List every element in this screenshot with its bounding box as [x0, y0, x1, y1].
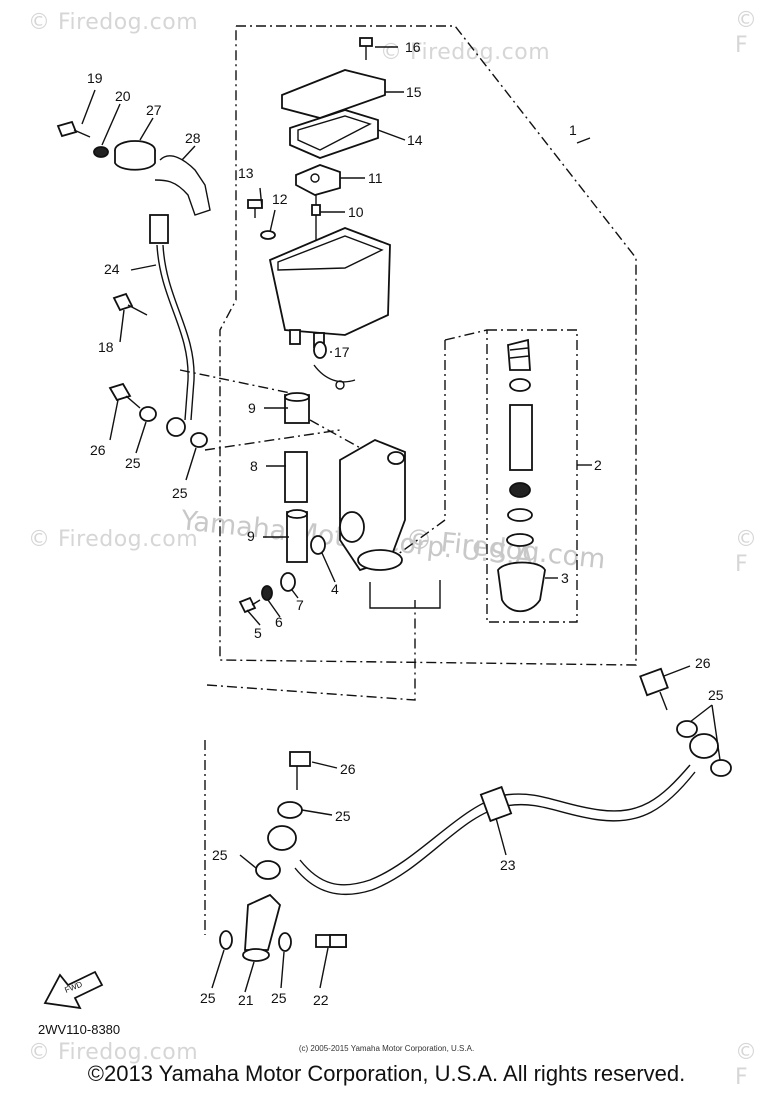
- piston-kit-2: [506, 338, 534, 547]
- callout-23: 23: [500, 857, 516, 873]
- callout-17: 17: [334, 344, 350, 360]
- reservoir-cap-15: [281, 69, 386, 119]
- bolt-19: [56, 120, 91, 138]
- assembly-2-outline: [486, 329, 578, 623]
- bolt-26-upper: [108, 382, 141, 409]
- callout-15: 15: [406, 84, 422, 100]
- callout-21: 21: [238, 992, 254, 1008]
- washer-7: [280, 572, 296, 592]
- callout-20: 20: [115, 88, 131, 104]
- watermark: © F: [735, 8, 758, 58]
- callout-11: 11: [368, 170, 383, 186]
- guide-line: [444, 329, 488, 341]
- callout-18: 18: [98, 339, 114, 355]
- guide-line: [204, 429, 341, 451]
- washer-25-lower-c: [219, 930, 233, 950]
- fitting-lower: [267, 825, 297, 851]
- hose-24: [149, 214, 195, 437]
- callout-28: 28: [185, 130, 201, 146]
- callout-25-right: 25: [708, 687, 724, 703]
- callout-13: 13: [238, 165, 254, 181]
- bolt-26-lower: [289, 751, 311, 790]
- guide-line: [179, 369, 301, 396]
- assembly-1-outline: [219, 25, 637, 666]
- callout-22: 22: [313, 992, 329, 1008]
- washer-6: [261, 585, 273, 601]
- callout-12: 12: [272, 191, 288, 207]
- brake-pipe-23: [294, 764, 696, 896]
- master-cylinder-body: [339, 439, 406, 572]
- callout-25-lower-d: 25: [271, 990, 287, 1006]
- fwd-arrow-icon: FWD: [43, 970, 104, 1010]
- callout-3: 3: [561, 570, 569, 586]
- boot-3: [497, 561, 546, 613]
- callout-5: 5: [254, 625, 262, 641]
- screw-5: [238, 596, 261, 614]
- screw-16: [359, 37, 373, 60]
- washer-25-lower-a: [277, 801, 303, 819]
- guide-line: [206, 600, 416, 701]
- bolt-18: [112, 292, 148, 316]
- bolt-22: [315, 934, 347, 948]
- callout-16: 16: [405, 39, 421, 55]
- callout-1: 1: [569, 122, 577, 138]
- watermark: © Firedog.com: [380, 40, 551, 65]
- watermark: © F: [735, 1040, 758, 1090]
- callout-6: 6: [275, 614, 283, 630]
- watermark: © F: [735, 527, 758, 577]
- pin-4: [310, 535, 326, 555]
- washer-25-upper-a: [139, 406, 157, 422]
- callout-14: 14: [407, 132, 423, 148]
- callout-25-lower-a: 25: [335, 808, 351, 824]
- watermark: © Firedog.com: [28, 10, 199, 35]
- diagram-code: 2WV110-8380: [38, 1022, 121, 1037]
- grommet-27: [114, 140, 156, 171]
- washer-25-upper-b: [190, 432, 208, 448]
- reservoir-body: [268, 227, 391, 348]
- washer-25-lower-b: [255, 860, 281, 880]
- callout-10: 10: [348, 204, 364, 220]
- union-bolt-21: [242, 893, 282, 962]
- hose-clamp-17: [313, 341, 356, 390]
- callout-25-upper-a: 25: [125, 455, 141, 471]
- callout-9-lower: 9: [247, 528, 255, 544]
- watermark: © Firedog.com: [28, 527, 199, 552]
- washer-12: [260, 230, 276, 240]
- callout-26-right: 26: [695, 655, 711, 671]
- washer-25-right-b: [710, 759, 732, 777]
- plate-11: [295, 164, 341, 196]
- callout-26-lower: 26: [340, 761, 356, 777]
- callout-2: 2: [594, 457, 602, 473]
- callout-19: 19: [87, 70, 103, 86]
- copyright-notice: ©2013 Yamaha Motor Corporation, U.S.A. A…: [87, 1061, 686, 1086]
- washer-25-lower-d: [278, 932, 292, 952]
- guide-line: [369, 580, 441, 609]
- callout-7: 7: [296, 597, 304, 613]
- callout-25-lower-c: 25: [200, 990, 216, 1006]
- callout-9-upper: 9: [248, 400, 256, 416]
- screw-13: [247, 199, 263, 218]
- fitting-right: [689, 733, 719, 759]
- callout-27: 27: [146, 102, 162, 118]
- hose-8: [284, 451, 308, 503]
- small-copyright: (c) 2005-2015 Yamaha Motor Corporation, …: [298, 1044, 475, 1053]
- diaphragm-14: [289, 109, 379, 159]
- callout-26-upper: 26: [90, 442, 106, 458]
- watermark: © Firedog.com: [28, 1040, 199, 1065]
- callout-25-upper-b: 25: [172, 485, 188, 501]
- bolt-26-right: [639, 667, 669, 711]
- washer-20: [93, 146, 109, 158]
- fitting-9-upper: [284, 392, 310, 424]
- washer-25-right-a: [676, 720, 698, 738]
- guide-line: [389, 340, 446, 561]
- fitting-9-lower: [286, 509, 308, 563]
- bracket-28: [154, 155, 211, 216]
- callout-8: 8: [250, 458, 258, 474]
- callout-24: 24: [104, 261, 120, 277]
- callout-25-lower-b: 25: [212, 847, 228, 863]
- callout-4: 4: [331, 581, 339, 597]
